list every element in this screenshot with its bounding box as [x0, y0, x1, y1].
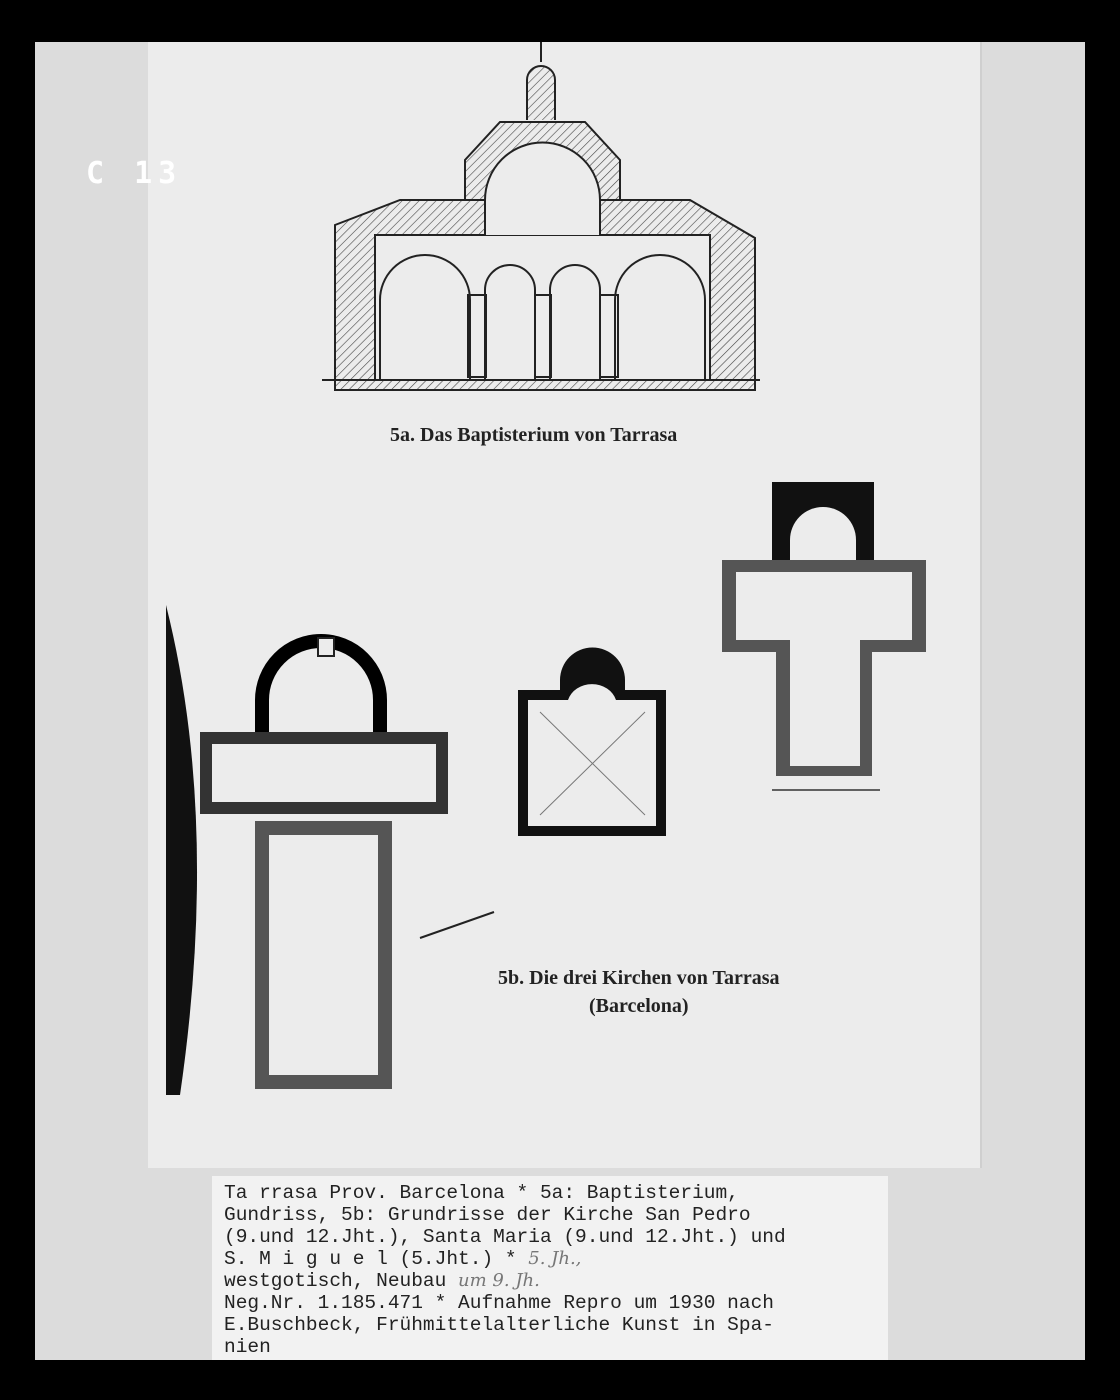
label-line: Neg.Nr. 1.185.471 * Aufnahme Repro um 19… [224, 1292, 774, 1314]
label-line: (9.und 12.Jht.), Santa Maria (9.und 12.J… [224, 1226, 786, 1248]
catalog-label: Ta rrasa Prov. Barcelona * 5a: Baptister… [212, 1176, 888, 1360]
label-line: Gundriss, 5b: Grundrisse der Kirche San … [224, 1204, 751, 1226]
label-line: westgotisch, Neubau [224, 1270, 459, 1292]
caption-5b-title: 5b. Die drei Kirchen von Tarrasa [498, 967, 780, 989]
san-pedro-plan [200, 634, 495, 1089]
label-line: nien [224, 1336, 271, 1358]
baptistery-section-drawing [322, 42, 760, 391]
san-miguel-plan [722, 482, 926, 791]
label-line: S. M i g u e l (5.Jht.) * [224, 1248, 529, 1270]
handwritten-note: 5. Jh., [528, 1248, 582, 1269]
label-line: Ta rrasa Prov. Barcelona * 5a: Baptister… [224, 1182, 739, 1204]
caption-5b: 5b. Die drei Kirchen von Tarrasa (Barcel… [498, 964, 780, 1020]
handwritten-note: um 9. Jh. [458, 1270, 540, 1291]
caption-5b-subtitle: (Barcelona) [588, 995, 689, 1017]
page-edge-shadow [166, 605, 198, 1095]
santa-maria-plan [518, 647, 666, 836]
label-line: E.Buschbeck, Frühmittelalterliche Kunst … [224, 1314, 774, 1336]
caption-5a: 5a. Das Baptisterium von Tarrasa [390, 424, 678, 446]
card-number: C 13 [86, 156, 183, 191]
